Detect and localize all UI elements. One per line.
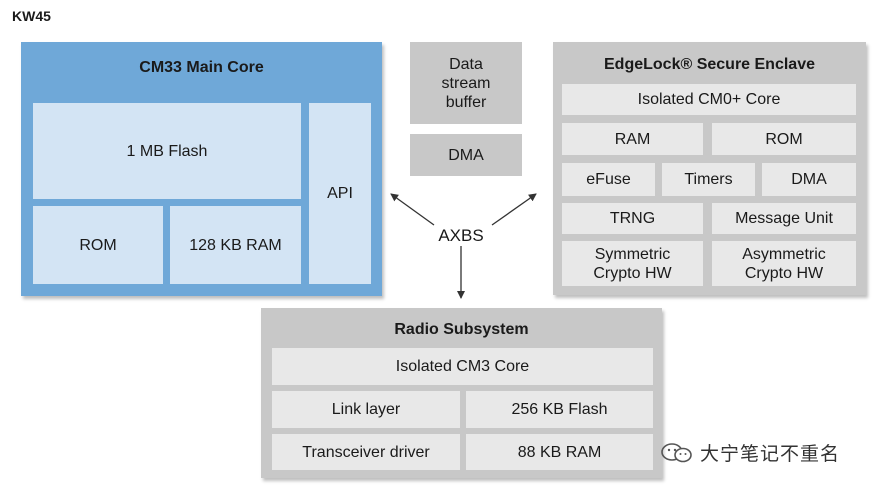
edgelock-trng: TRNG [562,203,703,234]
data-stream-buffer: Data stream buffer [410,42,522,124]
radio-flash: 256 KB Flash [466,391,653,428]
cm33-rom: ROM [33,206,163,284]
axbs-label: AXBS [438,225,484,245]
edgelock-efuse: eFuse [562,163,655,196]
edgelock-symmetric-crypto: Symmetric Crypto HW [562,241,703,286]
radio-ram: 88 KB RAM [466,434,653,470]
edgelock-ram: RAM [562,123,703,155]
arrow-to-edgelock [491,193,537,226]
cm33-flash: 1 MB Flash [33,103,301,199]
watermark-text: 大宁笔记不重名 [700,444,841,465]
radio-cm3-core: Isolated CM3 Core [272,348,653,385]
cm33-ram: 128 KB RAM [170,206,301,284]
edgelock-rom: ROM [712,123,856,155]
edgelock-asymmetric-crypto: Asymmetric Crypto HW [712,241,856,286]
chip-name-label: KW45 [12,8,51,24]
radio-transceiver-driver: Transceiver driver [272,434,460,470]
edgelock-cm0-core: Isolated CM0+ Core [562,84,856,115]
cm33-title: CM33 Main Core [139,58,264,76]
dma-center: DMA [410,134,522,176]
arrow-to-cm33 [390,193,435,226]
edgelock-title: EdgeLock® Secure Enclave [604,55,815,73]
edgelock-message-unit: Message Unit [712,203,856,234]
wechat-icon [661,442,692,462]
radio-title: Radio Subsystem [394,320,529,338]
radio-link-layer: Link layer [272,391,460,428]
edgelock-dma: DMA [762,163,856,196]
cm33-api: API [309,103,371,284]
watermark: 大宁笔记不重名 [660,439,840,466]
edgelock-timers: Timers [662,163,755,196]
